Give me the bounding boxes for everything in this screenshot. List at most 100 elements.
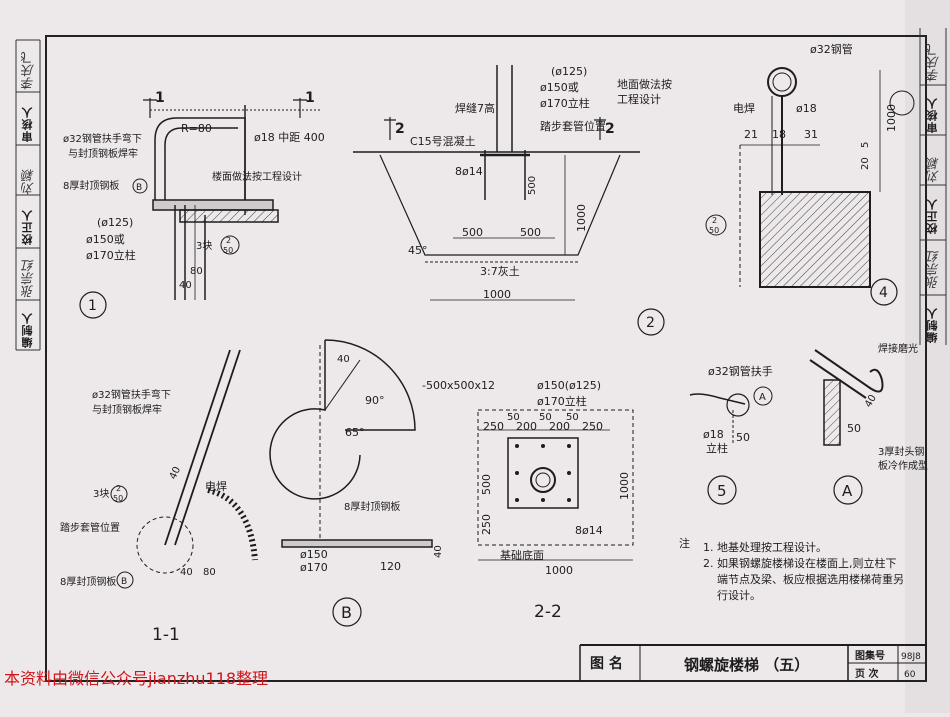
- d5-circle: 5: [717, 482, 727, 500]
- d2-dim-500b: 500: [520, 226, 541, 239]
- d1-ref-b: B: [136, 183, 142, 193]
- side-right-role-2: 校正人: [926, 198, 939, 234]
- detail-b: [269, 339, 433, 627]
- side-left-role-1: 编制人: [21, 312, 34, 348]
- detail-2: [353, 65, 665, 336]
- d2-floor-1: 地面做法按: [617, 77, 672, 91]
- s22-dim-250b: 250: [582, 420, 603, 433]
- dB-p170: ø170: [300, 561, 328, 574]
- dB-dim-120: 120: [380, 560, 401, 573]
- dB-angle-65: 65°: [345, 426, 365, 439]
- side-right-role-1: 编制人: [926, 307, 939, 343]
- d4-dim-5: 5: [860, 142, 871, 148]
- tb-name-label: 图 名: [590, 655, 623, 672]
- dB-p150: ø150: [300, 548, 328, 561]
- d2-dim-1000h: 1000: [483, 288, 511, 301]
- dA-bend-1: 3厚封头钢: [878, 445, 924, 458]
- side-left-sign-3: 李庆飞: [22, 51, 37, 90]
- dB-dim-40: 40: [337, 354, 350, 365]
- s11-plate: 8厚封顶钢板: [60, 575, 116, 588]
- d1-dim-40: 40: [179, 280, 192, 291]
- d1-p125: (ø125): [97, 216, 133, 229]
- d1-frac-bot: 50: [223, 246, 233, 255]
- s22-dim-50a: 50: [507, 412, 520, 423]
- side-right-role-3: 审核人: [926, 97, 939, 133]
- d2-soil: 3:7灰土: [480, 264, 520, 278]
- detail-1: [79, 98, 320, 319]
- d2-floor-2: 工程设计: [617, 93, 661, 106]
- d4-rod: ø18: [796, 102, 817, 115]
- d1-p150: ø150或: [86, 233, 125, 246]
- side-left-role-2: 校正人: [21, 209, 34, 245]
- s22-dim-50b: 50: [539, 412, 552, 423]
- d1-p170: ø170立柱: [86, 248, 136, 262]
- s11-weld: 电焊: [205, 479, 227, 493]
- s11-handrail-1: ø32钢管扶手弯下: [92, 388, 171, 401]
- s11-count: 3块: [93, 488, 109, 500]
- tb-title: 钢螺旋楼梯 （五）: [684, 656, 809, 674]
- d2-p125: (ø125): [551, 65, 587, 78]
- tb-atlas-no: 98J8: [901, 652, 921, 662]
- d2-p170: ø170立柱: [540, 96, 590, 110]
- section-2-2: [477, 409, 634, 561]
- svg-text:2: 2: [605, 121, 615, 137]
- d4-dim-20: 20: [860, 157, 871, 170]
- d1-count: 3块: [196, 240, 212, 252]
- s11-dim-80: 80: [203, 567, 216, 578]
- d4-weld: 电焊: [733, 101, 755, 115]
- dB-dim-40b: 40: [433, 545, 444, 558]
- dA-grind: 焊接磨光: [878, 342, 918, 355]
- d4-frac-top: 2: [712, 216, 717, 225]
- d5-column: 立柱: [706, 441, 728, 455]
- tb-page-no: 60: [904, 670, 916, 680]
- d1-handrail-2: 与封顶钢板焊牢: [68, 147, 138, 160]
- d2-p150: ø150或: [540, 81, 579, 94]
- d4-pipe: ø32钢管: [810, 42, 853, 56]
- d4-dim-31: 31: [804, 128, 818, 141]
- d2-weld: 焊缝7高: [455, 101, 495, 115]
- d2-angle: 45°: [408, 244, 428, 257]
- drawing-border: [45, 35, 927, 682]
- s22-dim-250a: 250: [483, 420, 504, 433]
- side-right-sign-2: 刘颖: [927, 157, 942, 183]
- dB-title: B: [341, 603, 352, 622]
- d4-dim-21: 21: [744, 128, 758, 141]
- note-2b: 端节点及梁、板应根据选用楼梯荷重另: [717, 572, 904, 586]
- d1-rod: ø18 中距 400: [254, 131, 325, 144]
- d1-floor: 楼面做法按工程设计: [212, 170, 302, 183]
- d2-dim-1000v: 1000: [575, 204, 588, 232]
- s11-step: 踏步套管位置: [60, 521, 120, 534]
- d5-dim-50: 50: [736, 431, 750, 444]
- s22-dim-v500: 500: [480, 474, 493, 495]
- watermark-text: 本资料由微信公众号jianzhu118整理: [4, 669, 269, 688]
- s22-dim-v1000: 1000: [618, 472, 631, 500]
- d2-dim-500a: 500: [462, 226, 483, 239]
- d1-dim-80: 80: [190, 266, 203, 277]
- d5-ref-a: A: [759, 392, 766, 403]
- s11-ref-b: B: [121, 577, 127, 587]
- d5-handrail: ø32钢管扶手: [708, 364, 773, 378]
- s11-handrail-2: 与封顶钢板焊牢: [92, 403, 162, 416]
- svg-text:1: 1: [305, 90, 315, 106]
- s22-dim-200b: 200: [549, 420, 570, 433]
- s22-dim-200a: 200: [516, 420, 537, 433]
- side-left-sign-2: 刘颖: [22, 169, 37, 195]
- dA-bend-2: 板冷作成型: [878, 459, 928, 472]
- tb-atlas-label: 图集号: [855, 649, 885, 662]
- s11-dim-40a: 40: [168, 465, 183, 481]
- d2-dim-500c: 500: [527, 176, 538, 195]
- dA-dim-50: 50: [847, 422, 861, 435]
- d4-frac-bot: 50: [709, 226, 719, 235]
- s22-base: 基础底面: [500, 548, 544, 562]
- d2-rebar: 8ø14: [455, 165, 483, 178]
- d1-circle: 1: [88, 298, 97, 314]
- d1-handrail-1: ø32钢管扶手弯下: [63, 132, 142, 145]
- detail-5: [689, 386, 773, 505]
- tb-page-label: 页 次: [855, 667, 878, 680]
- note-2c: 行设计。: [717, 589, 761, 602]
- s22-dim-50c: 50: [566, 412, 579, 423]
- d2-circle: 2: [646, 315, 655, 331]
- s22-title: 2-2: [534, 602, 562, 622]
